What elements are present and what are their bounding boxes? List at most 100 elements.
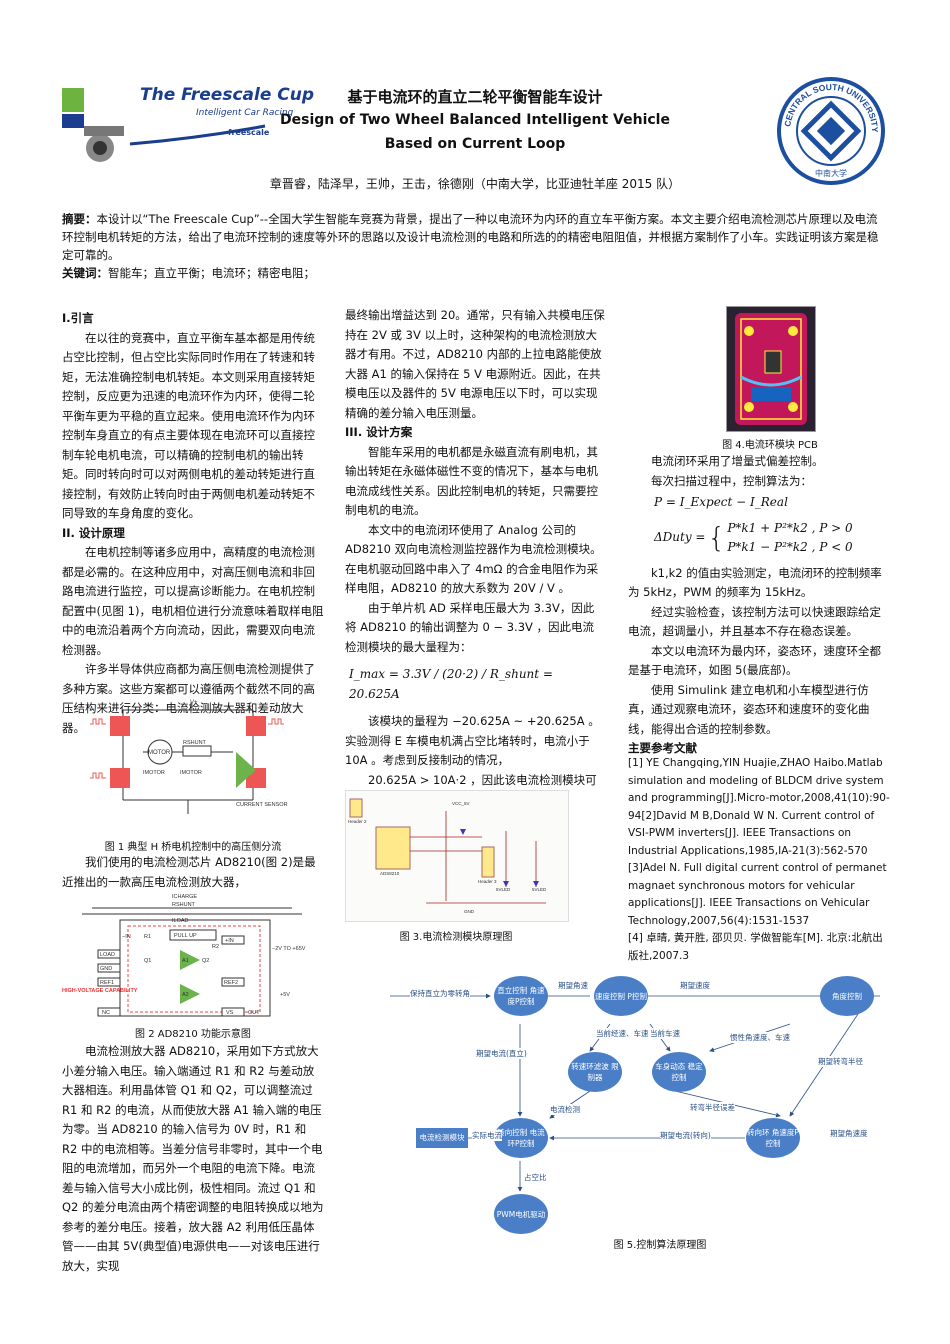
flow-label-11: 实际电流 (472, 1130, 502, 1141)
figure-1-caption: 图 1 典型 H 桥电机控制中的高压侧分流 (104, 842, 282, 853)
title-en-line1: Design of Two Wheel Balanced Intelligent… (280, 112, 670, 128)
principle-paragraph-2: 许多半导体供应商都为高压侧电流检测提供了多种方案。这些方案都可以遵循两个截然不同… (62, 662, 315, 735)
flow-label-3: 期望速度 (680, 980, 710, 991)
keywords-label: 关键词： (62, 266, 108, 280)
flow-label-5: 当前车速 (650, 1028, 680, 1039)
column-2-top: 最终输出增益达到 20。通常，只有输入共模电压保持在 2V 或 3V 以上时，这… (345, 306, 605, 810)
figure-1-h-bridge: V+ MOTOR RSHUNT IMOTOR IMOTOR CURRENT SE… (88, 696, 298, 826)
fig3-header: Header 2 (348, 819, 367, 824)
flow-label-1: 保持直立为零转角 (410, 988, 470, 999)
logo-subtitle: Intelligent Car Racing (196, 108, 294, 118)
node-speed-control: 速度控制 P控制 (594, 976, 648, 1016)
algorithm-intro: 每次扫描过程中，控制算法为： (651, 473, 812, 488)
node-steering-current: 转向控制 电流环P控制 (494, 1118, 548, 1158)
fig2-nc: NC (102, 1010, 110, 1016)
fig3-chip: ADS8210 (380, 871, 400, 876)
ad8210-intro: 我们使用的电流检测芯片 AD8210(图 2)是最近推出的一款高压电流检测放大器… (62, 855, 316, 889)
node-speed-filter: 转速环滤波 限制器 (568, 1052, 622, 1092)
reference-4: [4] 卓晴, 黄开胜, 邵贝贝. 学做智能车[M]. 北京:北航出版社,200… (628, 932, 883, 962)
references-list: [1] YE Changqing,YIN Huajie,ZHAO Haibo.M… (628, 755, 890, 965)
fig2-v5: +5V (280, 992, 290, 998)
flow-label-7: 期望电流(直立) (476, 1048, 527, 1059)
fig2-ref1: REF1 (100, 980, 114, 986)
fig1-sensor: CURRENT SENSOR (236, 802, 288, 808)
flow-label-9: 电流检测 (550, 1104, 580, 1115)
fig3-gnd: GND (464, 909, 475, 914)
gain-paragraph: 最终输出增益达到 20。通常，只有输入共模电压保持在 2V 或 3V 以上时，这… (345, 308, 605, 420)
node-stability-control: 车身动态 稳定控制 (652, 1052, 706, 1092)
section-heading-design: III. 设计方案 (345, 425, 413, 439)
flow-label-12: 期望电流(转向) (660, 1130, 711, 1141)
principle-paragraph-1: 在电机控制等诸多应用中，高精度的电流检测都是必需的。在这种应用中，对高压侧电流和… (62, 545, 324, 657)
fig2-v40: −2V TO +65V (272, 946, 306, 952)
logo-brand: freescale (228, 128, 270, 137)
fig1-vplus: V+ (190, 700, 198, 706)
figure-3-caption: 图 3.电流检测模块原理图 (399, 932, 513, 943)
authors: 章晋睿，陆泽早，王帅，王击，徐德刚（中南大学，比亚迪牡羊座 2015 队） (269, 177, 681, 191)
university-seal: CENTRAL SOUTH UNIVERSITY 中南大学 (776, 76, 886, 186)
abstract-label: 摘要： (62, 212, 97, 226)
logo-title: The Freescale Cup (140, 85, 315, 105)
flow-label-10: 转弯半径误差 (690, 1102, 735, 1113)
fig2-q1: Q1 (144, 958, 151, 964)
flow-label-13: 期望角速度 (830, 1128, 868, 1139)
intro-paragraph: 在以往的竞赛中，直立平衡车基本都是用传统占空比控制，但占空比实际同时作用在了转速… (62, 330, 315, 521)
equation-p: P = I_Expect − I_Real (654, 495, 788, 509)
ad8210-description: 电流检测放大器 AD8210，采用如下方式放大小差分输入电压。输入端通过 R1 … (62, 1044, 324, 1273)
fig2-gnd: GND (100, 966, 112, 972)
reference-3: [3]Adel N. Full digital current control … (628, 862, 887, 927)
fig1-motor: MOTOR (148, 750, 171, 756)
fig2-vs: VS (226, 1010, 234, 1016)
column-3-top: 电流闭环采用了增量式偏差控制。 每次扫描过程中，控制算法为： P = I_Exp… (628, 452, 890, 759)
equation-duty-case1: P*k1 + P²*k2 , P > 0 (727, 520, 853, 535)
section-heading-principle: II. 设计原理 (62, 525, 125, 540)
fig3-vcc: VCC_5V (452, 801, 470, 806)
node-steering-angular: 转向环 角速度P控制 (746, 1118, 800, 1158)
column-1-bottom: 电流检测放大器 AD8210，采用如下方式放大小差分输入电压。输入端通过 R1 … (62, 1042, 324, 1276)
flow-label-14: 占空比 (524, 1172, 547, 1183)
flow-label-6: 惯性角速度、车速 (730, 1032, 790, 1043)
abstract-text: 本设计以“The Freescale Cup”--全国大学生智能车竞赛为背景，提… (62, 212, 879, 262)
fig2-hv: HIGH-VOLTAGE CAPABILITY (62, 988, 138, 994)
node-angle-control: 角度控制 (820, 976, 874, 1016)
fig3-led1: 5VLED (496, 887, 511, 892)
freescale-cup-logo (60, 78, 280, 178)
node-pwm-drive: PWM电机驱动 (494, 1194, 548, 1234)
node-upright-control: 直立控制 角速度P控制 (494, 976, 548, 1016)
fig2-a2: A2 (182, 992, 189, 998)
figure-3-schematic: Header 2 ADS8210 VCC_5V 5VLED 5VLED GND … (345, 790, 569, 922)
motor-paragraph: 智能车采用的电机都是永磁直流有刷电机，其输出转矩在永磁体磁性不变的情况下，基本与… (345, 444, 598, 518)
fig2-icharge: ICHARGE (172, 894, 197, 900)
fig2-iload: ILOAD (172, 918, 189, 924)
fig2-r2: R2 (212, 944, 219, 950)
experiment-paragraph: 经过实验检查，该控制方法可以快速跟踪给定电流，超调量小，并且基本不存在稳态误差。 (628, 604, 881, 639)
simulink-paragraph: 使用 Simulink 建立电机和小车模型进行仿真，通过观察电流环，姿态环和速度… (628, 682, 870, 736)
range-paragraph: 该模块的量程为 −20.625A ~ +20.625A 。实验测得 E 车模电机… (345, 714, 600, 767)
fig1-rshunt: RSHUNT (183, 740, 207, 746)
equation-duty: ΔDuty = { P*k1 + P²*k2 , P > 0 P*k1 − P²… (628, 519, 890, 564)
flow-label-2: 期望角速 (558, 980, 588, 991)
fig1-imotor-left: IMOTOR (143, 770, 165, 776)
figure-4-caption: 图 4.电流环模块 PCB (722, 440, 818, 451)
fig2-load: LOAD (100, 952, 115, 958)
fig2-out: OUT (248, 1010, 260, 1016)
title-zh: 基于电流环的直立二轮平衡智能车设计 (347, 88, 603, 106)
reference-1-2: [1] YE Changqing,YIN Huajie,ZHAO Haibo.M… (628, 757, 890, 857)
fig2-q2: Q2 (202, 958, 209, 964)
fig2-ref2: REF2 (224, 980, 238, 986)
figure-5-caption: 图 5.控制算法原理图 (613, 1240, 707, 1251)
flow-label-8: 期望转弯半径 (818, 1056, 863, 1067)
frequency-paragraph: k1,k2 的值由实验测定，电流闭环的控制频率为 5kHz，PWM 的频率为 1… (628, 565, 882, 600)
fig2-rshunt: RSHUNT (172, 902, 196, 908)
fig2-r1: R1 (144, 934, 151, 940)
title-en-line2: Based on Current Loop (384, 136, 566, 152)
fig2-pullup: PULL UP (174, 933, 197, 939)
adc-range-paragraph: 由于单片机 AD 采样电压最大为 3.3V，因此将 AD8210 的输出调整为 … (345, 600, 595, 654)
figure-2-caption: 图 2 AD8210 功能示意图 (135, 1029, 251, 1040)
incremental-control-text: 电流闭环采用了增量式偏差控制。 (651, 454, 824, 468)
fig2-in-plus: +IN (225, 938, 234, 944)
figure-4-pcb (726, 306, 816, 432)
flow-label-4: 当前经速、车速 (596, 1028, 649, 1039)
section-heading-intro: I.引言 (62, 311, 94, 325)
figure-2-ad8210: ICHARGE RSHUNT ILOAD PULL UP −IN +IN R1 … (62, 892, 324, 1022)
